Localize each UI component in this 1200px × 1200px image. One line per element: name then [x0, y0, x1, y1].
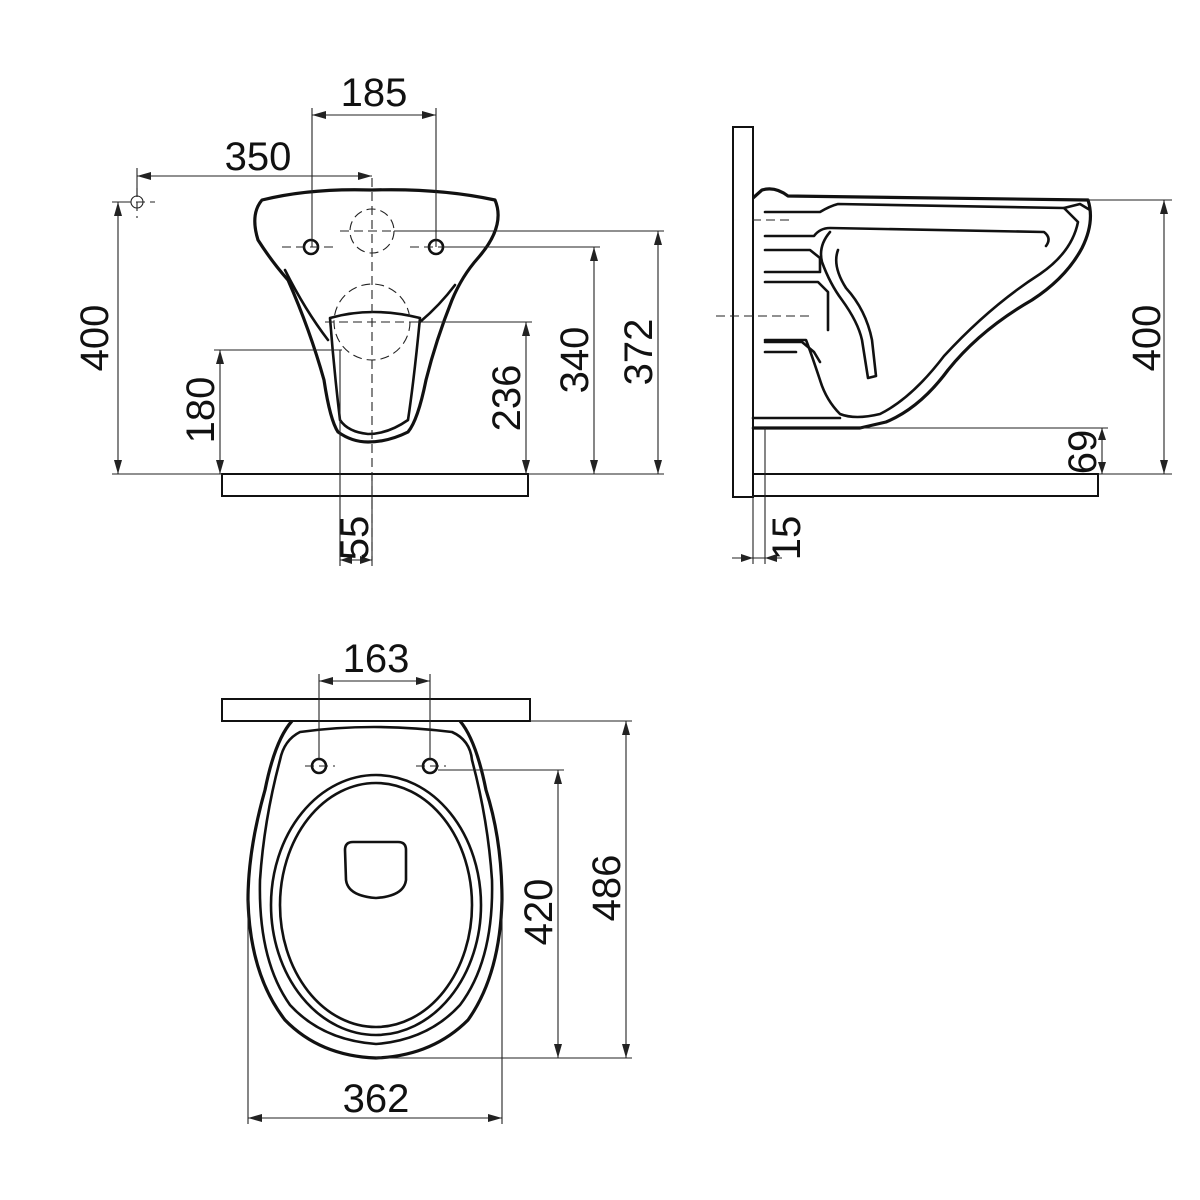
side-bowl-outline [751, 187, 1093, 430]
dim-372: 372 [617, 319, 661, 386]
dim-55: 55 [333, 516, 377, 561]
top-outer-outline [246, 719, 504, 1060]
dim-340: 340 [553, 327, 597, 394]
dim-185: 185 [341, 71, 408, 115]
dim-180: 180 [179, 377, 223, 444]
side-base [751, 416, 842, 430]
side-rim [1062, 202, 1092, 212]
side-inlet-passage [763, 226, 1050, 248]
side-outlet [763, 340, 822, 364]
dim-400-front: 400 [73, 305, 117, 372]
side-view: 400 69 15 [716, 126, 1172, 564]
top-seat-outer [269, 773, 483, 1037]
top-lid-outline [258, 725, 494, 1046]
front-floor-slab [221, 473, 529, 497]
front-view: 185 350 400 180 236 340 [73, 71, 664, 566]
front-bowl-flange [328, 310, 422, 436]
top-view: 163 420 486 362 [221, 637, 632, 1124]
front-bowl-inner [283, 268, 457, 342]
side-bowl-inner-wall [763, 202, 1080, 419]
dim-163: 163 [343, 637, 410, 681]
top-lid-bump [343, 840, 408, 900]
dim-486: 486 [585, 855, 629, 922]
dim-362: 362 [343, 1077, 410, 1121]
side-spigot-lower [763, 280, 830, 332]
dim-69: 69 [1061, 430, 1105, 475]
dim-15: 15 [765, 516, 809, 561]
side-wall [732, 126, 754, 498]
side-spigot-upper [763, 248, 822, 274]
side-trap-inner [819, 230, 878, 380]
top-wall-slab [221, 698, 531, 722]
top-seat-inner [278, 781, 474, 1029]
dim-420: 420 [517, 879, 561, 946]
dim-236: 236 [485, 365, 529, 432]
front-bowl-outline [253, 188, 500, 444]
dim-350: 350 [225, 135, 292, 179]
dim-400-side: 400 [1125, 305, 1169, 372]
side-floor-slab [752, 473, 1099, 497]
